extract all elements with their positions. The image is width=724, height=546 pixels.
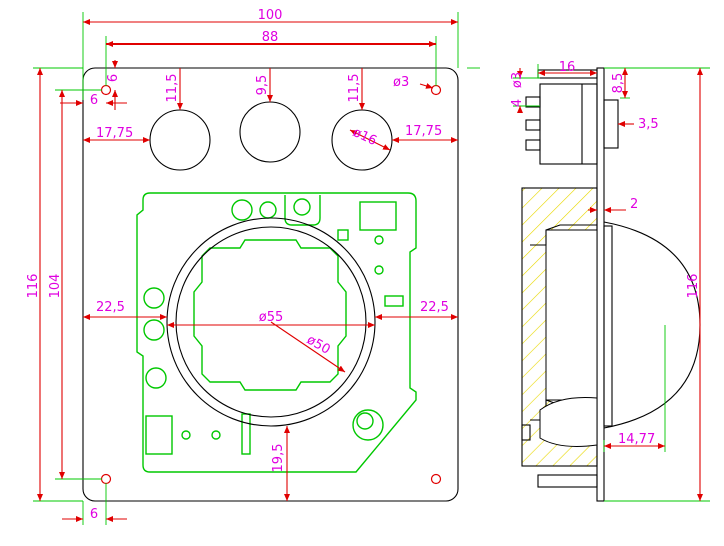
side-ball-dome [603, 221, 701, 429]
dim-top-11-5-left: 11,5 [165, 74, 180, 103]
dim-top-11-5-right: 11,5 [347, 74, 362, 103]
dim-height-116: 116 [26, 274, 41, 299]
side-dim-8-5: 8,5 [611, 73, 626, 94]
mount-hole-bottom-right [430, 473, 442, 485]
side-dim-height-116: 116 [686, 274, 701, 299]
side-dim-16: 16 [559, 60, 576, 75]
dim-top-9-5: 9,5 [255, 75, 270, 96]
side-view: ø3 4 16 8,5 3,5 2 116 14,77 [510, 60, 710, 502]
mount-hole-bottom-left [100, 473, 112, 485]
dim-bottom-19-5: 19,5 [271, 444, 286, 473]
dim-width-100: 100 [258, 8, 283, 23]
pcb-outline [136, 192, 417, 473]
side-dim-3-5: 3,5 [638, 117, 659, 132]
front-view: 100 88 6 6 11,5 9,5 11,5 ø3 17,75 17,75 … [26, 8, 480, 525]
dim-hole-spacing-88: 88 [262, 30, 279, 45]
dim-hole-dia-front: ø3 [393, 75, 409, 90]
mount-hole-top-left [100, 84, 112, 96]
dim-right-22-5: 22,5 [420, 300, 449, 315]
dim-left-17-75: 17,75 [96, 126, 133, 141]
mount-hole-top-right [430, 84, 442, 96]
side-dim-hole-dia: ø3 [510, 72, 525, 88]
side-dim-2: 2 [630, 197, 638, 212]
button-middle [239, 101, 301, 163]
dim-right-17-75: 17,75 [405, 124, 442, 139]
side-bottom-foot [537, 474, 598, 488]
dim-hole-offset-top-6: 6 [106, 74, 121, 82]
dim-button-dia: ø16 [350, 125, 379, 149]
side-plate [596, 67, 605, 502]
dim-bottom-hole-6: 6 [90, 507, 98, 522]
front-plate-outline [82, 67, 459, 502]
side-housing [521, 187, 598, 467]
button-left [149, 109, 211, 171]
dim-left-22-5: 22,5 [96, 300, 125, 315]
side-dim-14-77: 14,77 [618, 432, 655, 447]
dim-hole-offset-left-6: 6 [90, 93, 98, 108]
dim-dia-55: ø55 [259, 310, 284, 325]
dim-height-104: 104 [48, 274, 63, 299]
side-dim-4: 4 [510, 99, 525, 107]
